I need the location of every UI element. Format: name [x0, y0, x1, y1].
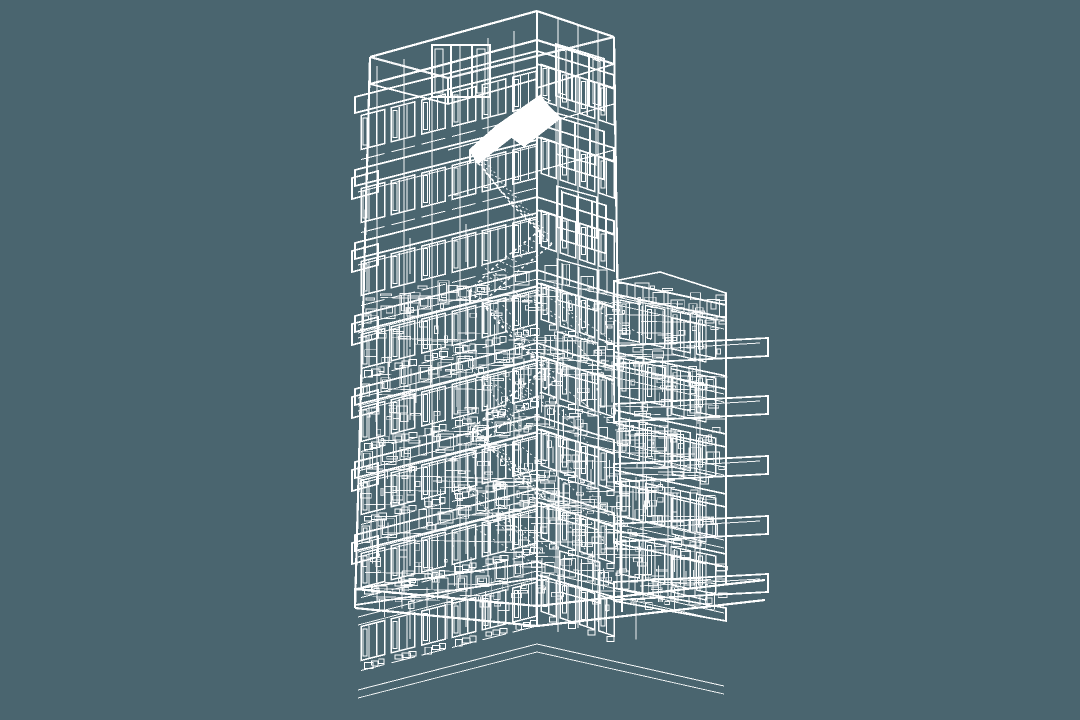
interior-partitions — [409, 112, 707, 639]
interior-hidden-geometry — [357, 263, 728, 699]
upper-frame-rooms — [369, 39, 615, 255]
diagonal-staircase — [468, 94, 562, 506]
